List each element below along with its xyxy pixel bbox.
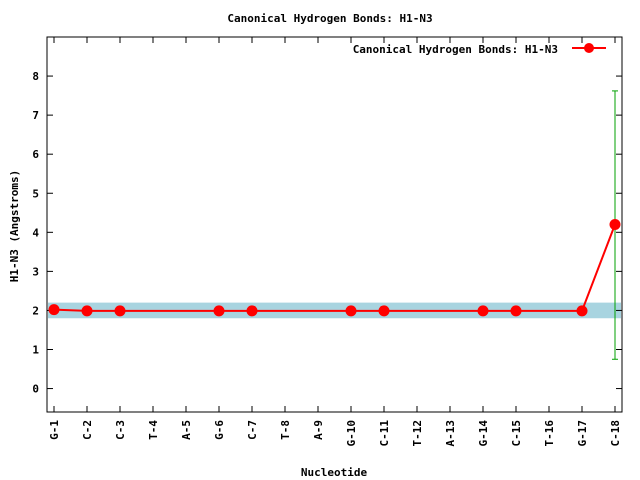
legend: Canonical Hydrogen Bonds: H1-N3	[353, 43, 606, 56]
y-axis: 0 1 2 3 4 5 6 7 8	[32, 70, 622, 396]
x-tick-label: T-12	[411, 420, 424, 447]
x-tick-label: C-2	[81, 420, 94, 440]
data-point	[576, 305, 588, 317]
chart-title: Canonical Hydrogen Bonds: H1-N3	[227, 12, 432, 25]
y-tick-label: 7	[32, 109, 39, 122]
x-tick-label: C-3	[114, 420, 127, 440]
x-tick-label: G-14	[477, 420, 490, 447]
data-point	[609, 219, 621, 230]
y-axis-label: H1-N3 (Angstroms)	[8, 170, 21, 283]
y-tick-label: 6	[32, 148, 39, 161]
legend-marker	[584, 43, 594, 53]
plot-frame	[46, 36, 623, 413]
y-tick-label: 8	[32, 70, 39, 83]
data-point	[345, 305, 357, 317]
data-point	[81, 305, 93, 317]
data-point	[378, 305, 390, 317]
data-point	[477, 305, 489, 317]
x-tick-label: A-5	[180, 420, 193, 440]
x-tick-label: G-17	[576, 420, 589, 447]
y-tick-label: 0	[32, 383, 39, 396]
y-tick-label: 5	[32, 187, 39, 200]
series-layer	[48, 90, 621, 360]
y-tick-label: 1	[32, 344, 39, 357]
x-tick-label: T-4	[147, 420, 160, 440]
x-tick-label: T-16	[543, 420, 556, 447]
legend-label: Canonical Hydrogen Bonds: H1-N3	[353, 43, 558, 56]
y-tick-label: 3	[32, 265, 39, 278]
data-point	[48, 304, 60, 316]
data-point	[510, 305, 522, 317]
x-tick-label: A-9	[312, 420, 325, 440]
x-tick-label: T-8	[279, 420, 292, 440]
x-tick-label: C-7	[246, 420, 259, 440]
data-point	[213, 305, 225, 317]
series-line	[53, 224, 616, 312]
x-axis-label: Nucleotide	[301, 466, 368, 479]
x-tick-label: G-1	[48, 420, 61, 440]
data-point	[114, 305, 126, 317]
x-tick-label: C-15	[510, 420, 523, 447]
x-tick-label: C-11	[378, 420, 391, 447]
y-tick-label: 4	[32, 226, 39, 239]
x-tick-label: A-13	[444, 420, 457, 447]
x-tick-label: G-6	[213, 420, 226, 440]
x-axis: G-1 C-2 C-3 T-4 A-5 G-6 C-7 T-8 A-9 G-10 C-11 T-12 A…	[48, 37, 622, 447]
y-tick-label: 2	[32, 304, 39, 317]
x-tick-label: C-18	[609, 420, 622, 447]
data-point	[246, 305, 258, 317]
x-tick-label: G-10	[345, 420, 358, 447]
